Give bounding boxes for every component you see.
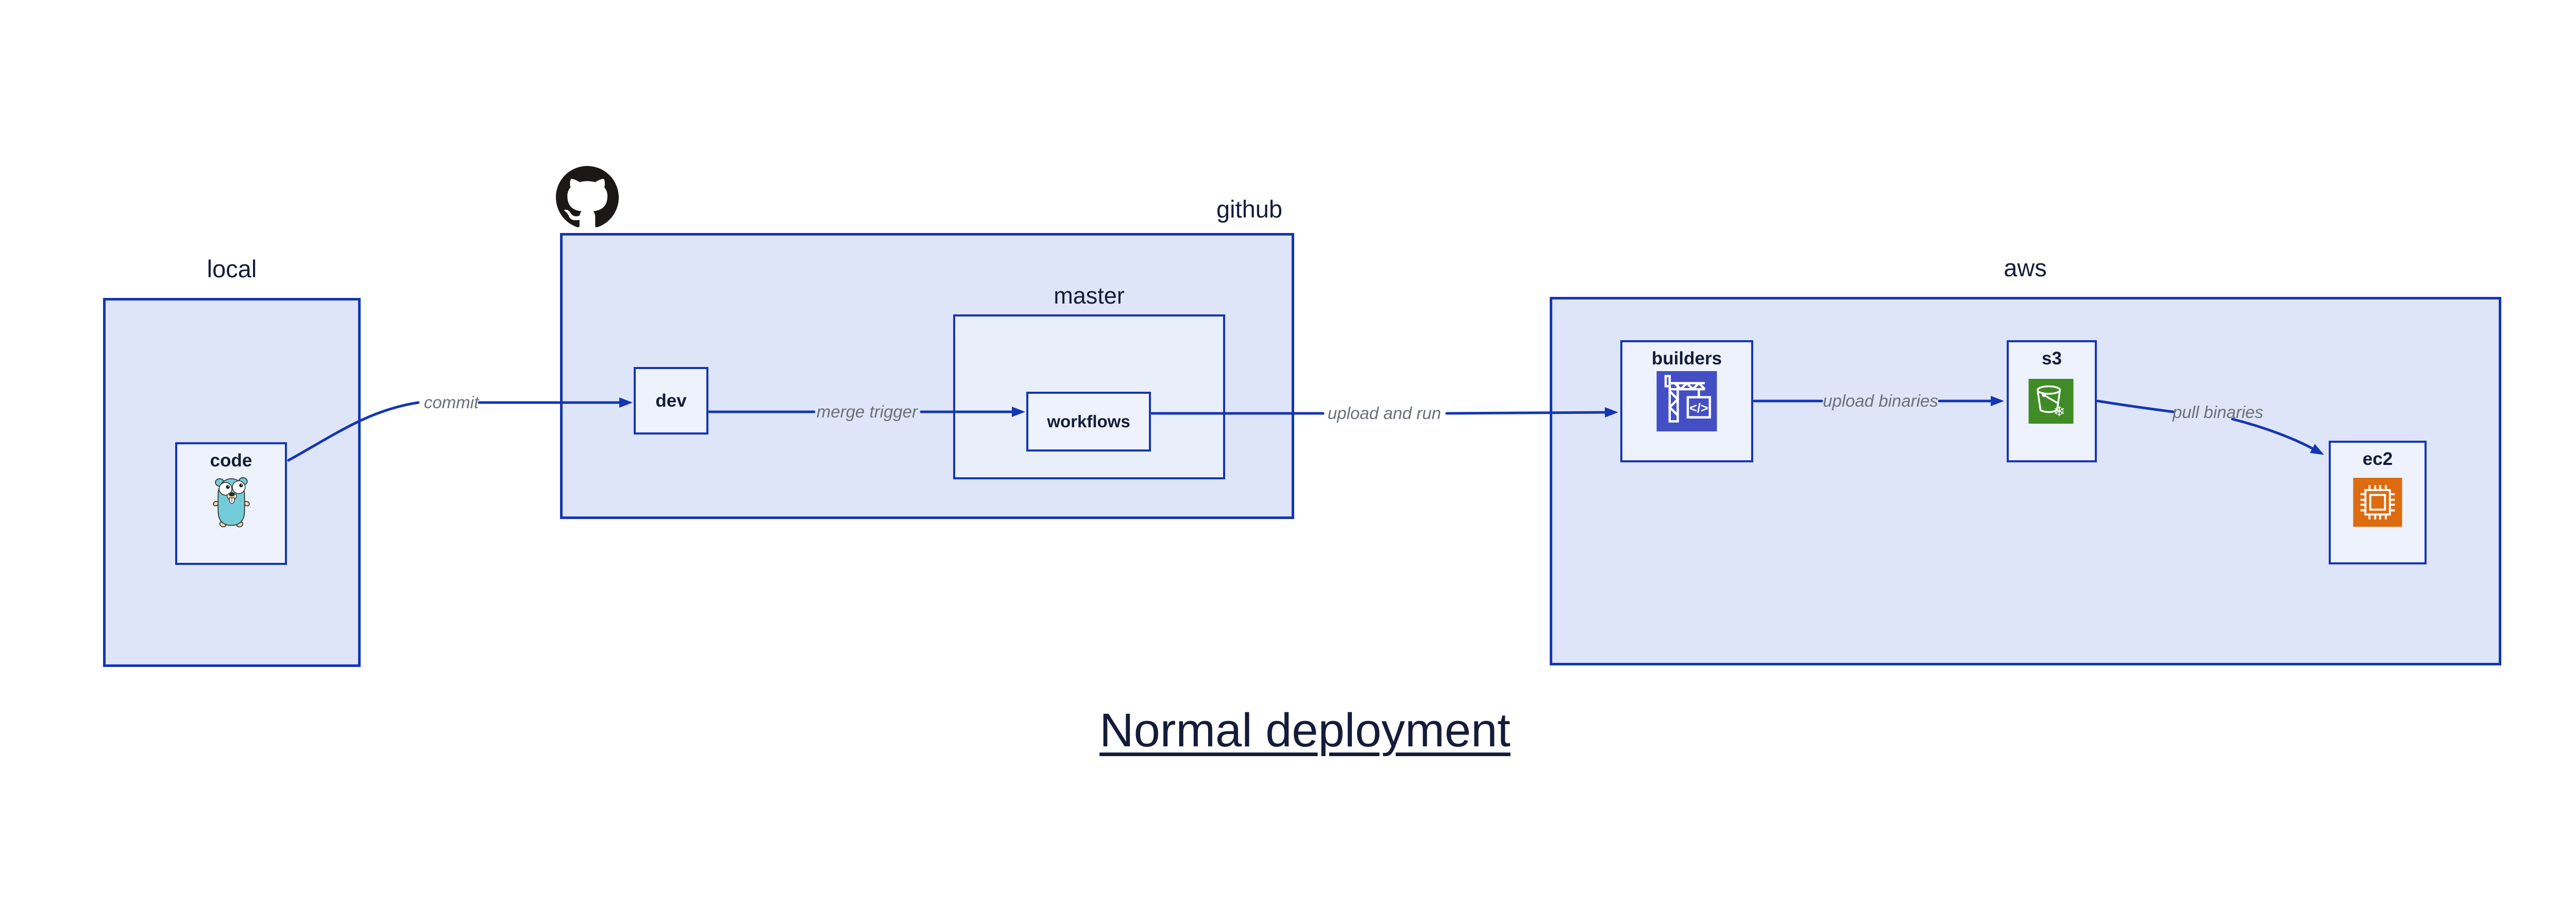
master-container-label: master bbox=[1054, 282, 1125, 309]
edge-upload-and-run-label: upload and run bbox=[1327, 404, 1442, 423]
go-gopher-icon bbox=[213, 477, 250, 527]
svg-text:</>: </> bbox=[1689, 401, 1708, 415]
github-container-label: github bbox=[1216, 195, 1283, 223]
s3-node: s3 ❄ bbox=[2007, 340, 2097, 462]
ec2-chip-icon bbox=[2353, 478, 2402, 527]
ec2-node: ec2 bbox=[2329, 441, 2427, 564]
code-node: code bbox=[175, 442, 287, 565]
code-node-label: code bbox=[210, 450, 252, 471]
dev-node: dev bbox=[634, 367, 708, 435]
dev-node-label: dev bbox=[655, 390, 687, 411]
builders-node: builders </> bbox=[1620, 340, 1753, 462]
builders-node-label: builders bbox=[1651, 348, 1722, 369]
workflows-node-label: workflows bbox=[1047, 412, 1130, 431]
svg-text:❄: ❄ bbox=[2053, 404, 2065, 420]
github-logo-icon bbox=[556, 166, 619, 227]
s3-glacier-bucket-icon: ❄ bbox=[2028, 379, 2074, 424]
edge-upload-binaries-label: upload binaries bbox=[1823, 391, 1938, 410]
edge-merge-trigger-label: merge trigger bbox=[816, 402, 918, 421]
edge-commit-label: commit bbox=[423, 393, 479, 412]
codebuild-crane-icon: </> bbox=[1656, 371, 1717, 431]
ec2-node-label: ec2 bbox=[2362, 449, 2393, 469]
s3-node-label: s3 bbox=[2042, 348, 2062, 369]
local-container-label: local bbox=[207, 255, 257, 282]
workflows-node: workflows bbox=[1026, 392, 1151, 452]
edge-pull-binaries-label: pull binaries bbox=[2172, 403, 2264, 422]
aws-container-label: aws bbox=[2004, 254, 2047, 281]
diagram-title: Normal deployment bbox=[1099, 704, 1511, 757]
